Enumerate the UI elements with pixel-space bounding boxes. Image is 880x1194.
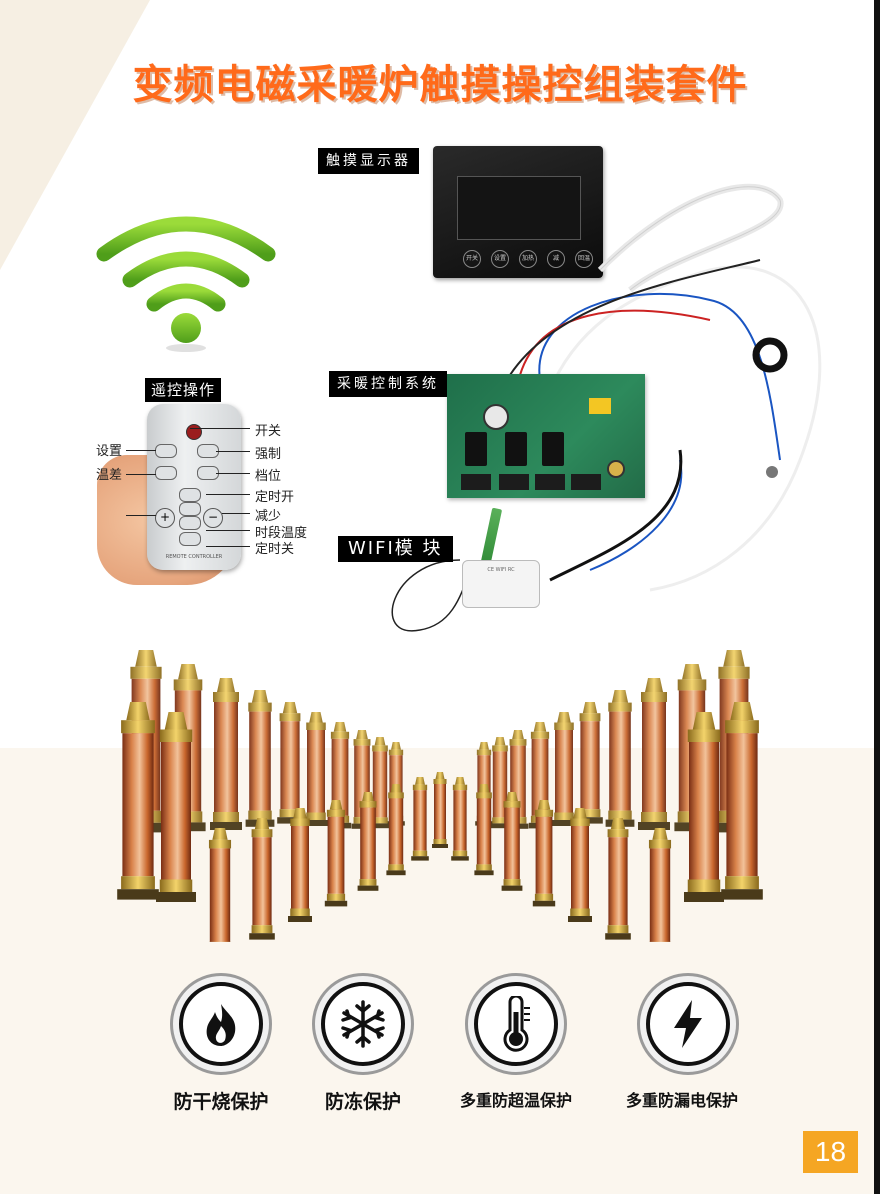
fire-icon <box>206 1004 236 1046</box>
feature-label: 防冻保护 <box>324 1091 401 1113</box>
cables-image <box>391 183 822 632</box>
power-icon <box>186 424 202 440</box>
wifi-module-image: CE WIFI RC <box>462 560 540 608</box>
remote-label: 遥控操作 <box>145 378 222 402</box>
plus-icon: + <box>155 508 175 528</box>
remote-label-right: 定时开 <box>255 490 295 505</box>
display-button: 减 <box>547 250 565 268</box>
thermometer-icon <box>503 996 530 1052</box>
wifi-module-label: WIFI模 块 <box>338 536 453 562</box>
wifi-icon <box>96 212 276 357</box>
remote-label-left: 温差 <box>96 468 123 483</box>
remote-label-left: 设置 <box>96 444 123 459</box>
minus-icon: − <box>203 508 223 528</box>
feature-overtemp: 多重防超温保护 <box>456 973 576 1111</box>
feature-label: 多重防超温保护 <box>459 1091 572 1110</box>
remote-label-right: 开关 <box>255 424 282 439</box>
remote-control-image: + − REMOTE CONTROLLER <box>147 404 241 570</box>
page-title: 变频电磁采暖炉触摸操控组装套件 <box>132 62 748 108</box>
feature-label: 多重防漏电保护 <box>625 1091 738 1110</box>
page-edge <box>874 0 880 1194</box>
display-screen <box>457 176 581 240</box>
display-button: 设置 <box>491 250 509 268</box>
control-board-image <box>447 374 645 498</box>
remote-caption: REMOTE CONTROLLER <box>165 554 223 560</box>
remote-label-right: 减少 <box>255 509 282 524</box>
display-button: 开关 <box>463 250 481 268</box>
remote-label-right: 定时关 <box>255 542 295 557</box>
touch-display-label: 触摸显示器 <box>318 148 419 174</box>
control-system-label: 采暖控制系统 <box>329 371 447 397</box>
heating-coils-image <box>117 650 763 942</box>
remote-label-right: 强制 <box>255 447 282 462</box>
display-button: 回温 <box>575 250 593 268</box>
remote-label-right: 档位 <box>255 469 282 484</box>
feature-label: 防干烧保护 <box>173 1091 269 1113</box>
lightning-icon <box>674 1000 702 1048</box>
display-button: 加热 <box>519 250 537 268</box>
feature-leakage: 多重防漏电保护 <box>626 973 748 1111</box>
feature-antifreeze: 防冻保护 <box>303 973 423 1114</box>
touch-display-image: 开关 设置 加热 减 回温 <box>433 146 603 278</box>
snowflake-icon <box>341 1000 385 1048</box>
feature-dry-burn: 防干烧保护 <box>161 973 281 1114</box>
corner-decoration <box>0 0 150 270</box>
remote-label-right: 时段温度 <box>255 526 308 541</box>
page-number: 18 <box>803 1131 858 1173</box>
wifi-module-marking: CE WIFI RC <box>487 567 515 573</box>
